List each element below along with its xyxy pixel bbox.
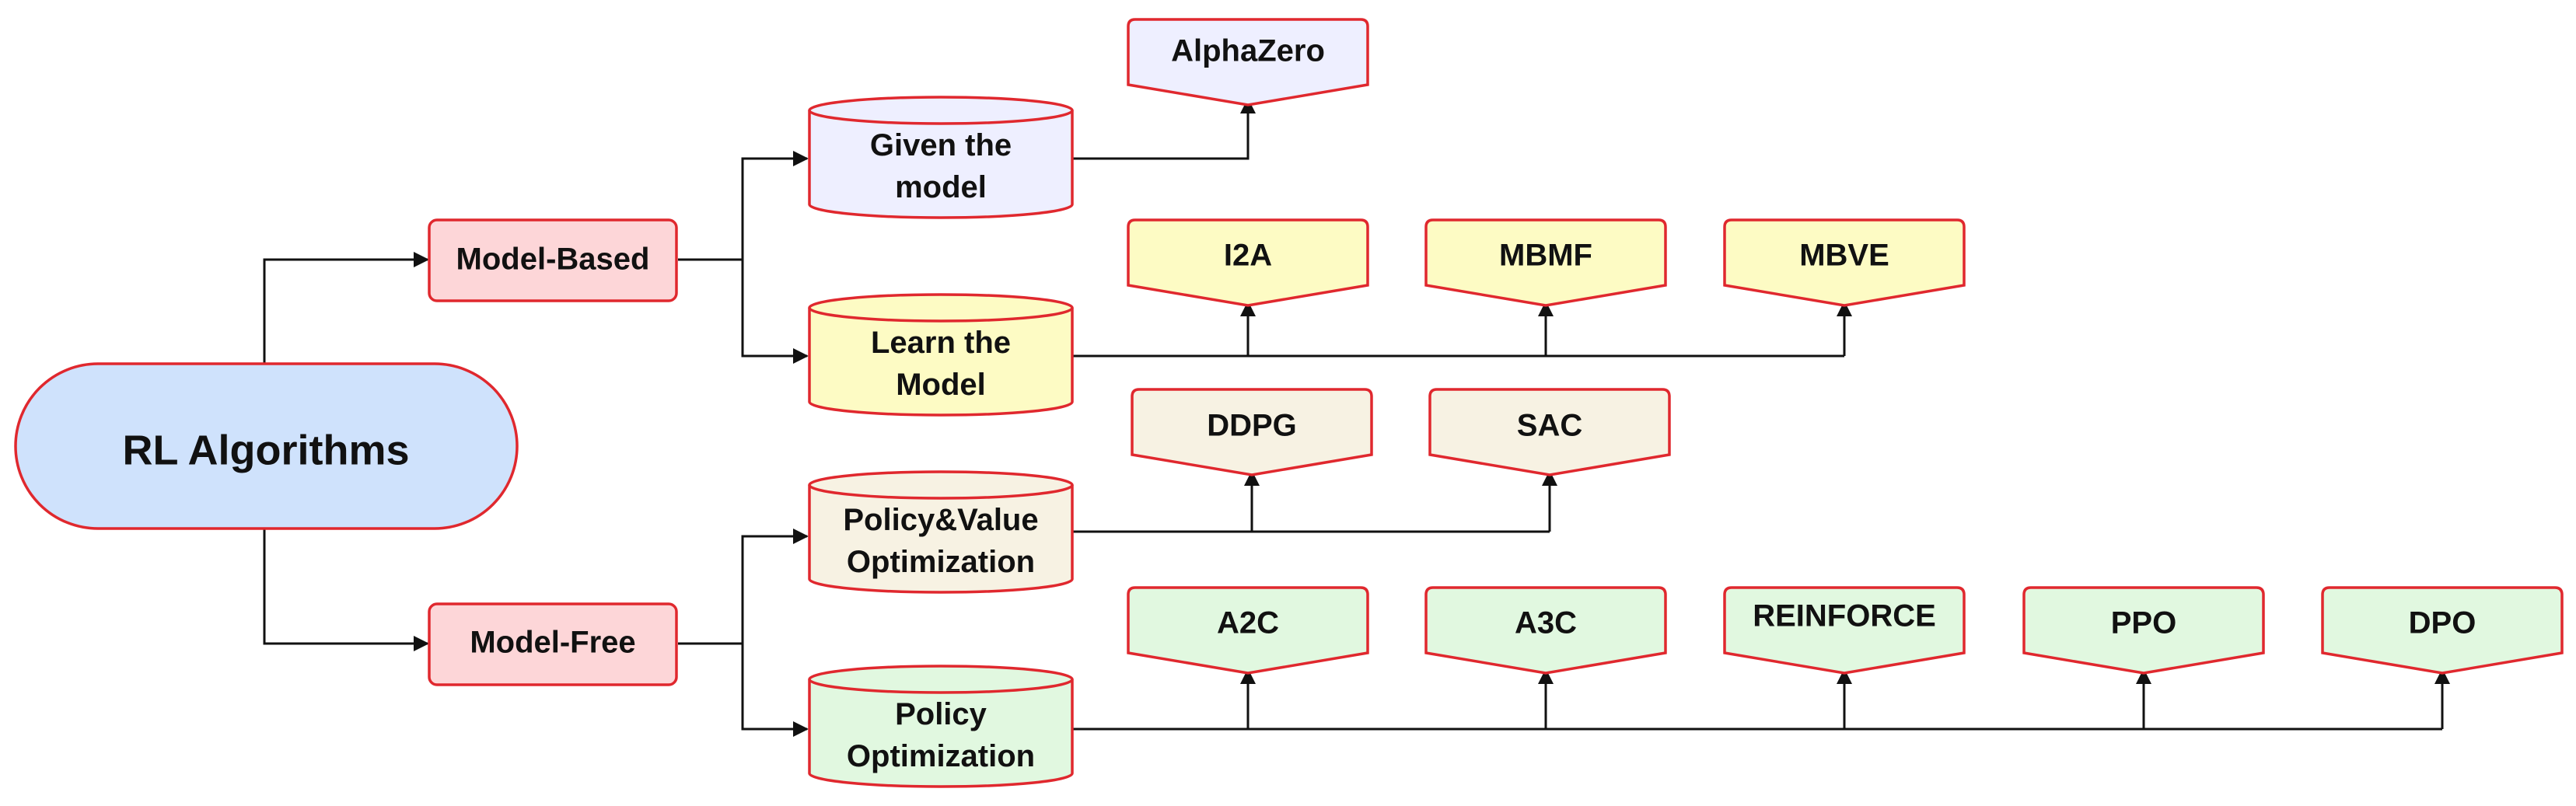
a3c-label: A3C: [1515, 606, 1577, 640]
edges: [263, 98, 2450, 737]
given-the-model-label-line1: Given the: [870, 128, 1012, 162]
ppo-node: PPO: [2022, 586, 2265, 675]
model-free-label: Model-Free: [470, 626, 635, 660]
mbmf-shape: [1424, 218, 1667, 307]
i2a-label: I2A: [1224, 239, 1272, 273]
ppo-label: PPO: [2111, 606, 2176, 640]
reinforce-node: REINFORCE: [1723, 586, 1966, 675]
a2c-node: A2C: [1127, 586, 1369, 675]
policy-optimization-label-line1: Policy: [895, 697, 987, 731]
edge-root-model-based: [263, 252, 429, 365]
learn-the-model-label-line2: Model: [896, 368, 986, 402]
a2c-shape: [1127, 586, 1369, 675]
model-based-label: Model-Based: [456, 242, 650, 277]
alphazero-shape: [1127, 18, 1369, 106]
sac-label: SAC: [1517, 409, 1582, 443]
ddpg-node: DDPG: [1131, 388, 1373, 476]
ddpg-shape: [1131, 388, 1373, 476]
learn-the-model-body: [808, 293, 1074, 417]
given-the-model-node: Given the model: [808, 96, 1074, 219]
reinforce-label: REINFORCE: [1753, 599, 1936, 633]
dpo-label: DPO: [2409, 606, 2476, 640]
dpo-shape: [2321, 586, 2564, 675]
policy-optimization-body: [808, 665, 1074, 788]
ppo-shape: [2022, 586, 2265, 675]
i2a-node: I2A: [1127, 218, 1369, 307]
given-the-model-top-rim: [808, 110, 1074, 125]
reinforce-shape: [1723, 586, 1966, 675]
model-free-node: Model-Free: [428, 602, 678, 686]
given-the-model-body: [808, 96, 1074, 219]
learn-the-model-label-line1: Learn the: [871, 326, 1011, 360]
model-based-node: Model-Based: [428, 218, 678, 302]
policy-value-optimization-label-line1: Policy&Value: [843, 503, 1038, 537]
root-node: RL Algorithms: [14, 362, 519, 530]
given-the-model-label-line2: model: [895, 170, 987, 204]
edge-model-based-given: [678, 151, 809, 261]
edge-model-based-learn: [741, 260, 809, 364]
i2a-shape: [1127, 218, 1369, 307]
dpo-node: DPO: [2321, 586, 2564, 675]
alphazero-node: AlphaZero: [1127, 18, 1369, 106]
root-label: RL Algorithms: [122, 427, 409, 473]
sac-node: SAC: [1428, 388, 1671, 476]
policy-value-optimization-body: [808, 470, 1074, 594]
policy-optimization-label-line2: Optimization: [847, 739, 1035, 773]
mbmf-node: MBMF: [1424, 218, 1667, 307]
sac-shape: [1428, 388, 1671, 476]
a3c-shape: [1424, 586, 1667, 675]
alphazero-label: AlphaZero: [1171, 34, 1325, 68]
policy-optimization-top-rim: [808, 679, 1074, 694]
policy-value-optimization-label-line2: Optimization: [847, 545, 1035, 579]
mbve-label: MBVE: [1799, 239, 1889, 273]
ddpg-label: DDPG: [1207, 409, 1297, 443]
a2c-label: A2C: [1217, 606, 1279, 640]
edge-root-model-free: [263, 529, 429, 651]
edge-given-alphazero: [1073, 98, 1256, 160]
policy-value-optimization-top-rim: [808, 484, 1074, 500]
edge-model-free-policy: [741, 644, 809, 737]
mbve-node: MBVE: [1723, 218, 1966, 307]
a3c-node: A3C: [1424, 586, 1667, 675]
mbve-shape: [1723, 218, 1966, 307]
learn-the-model-top-rim: [808, 307, 1074, 323]
mbmf-label: MBMF: [1499, 239, 1592, 273]
edge-model-free-policy-value: [678, 529, 809, 645]
